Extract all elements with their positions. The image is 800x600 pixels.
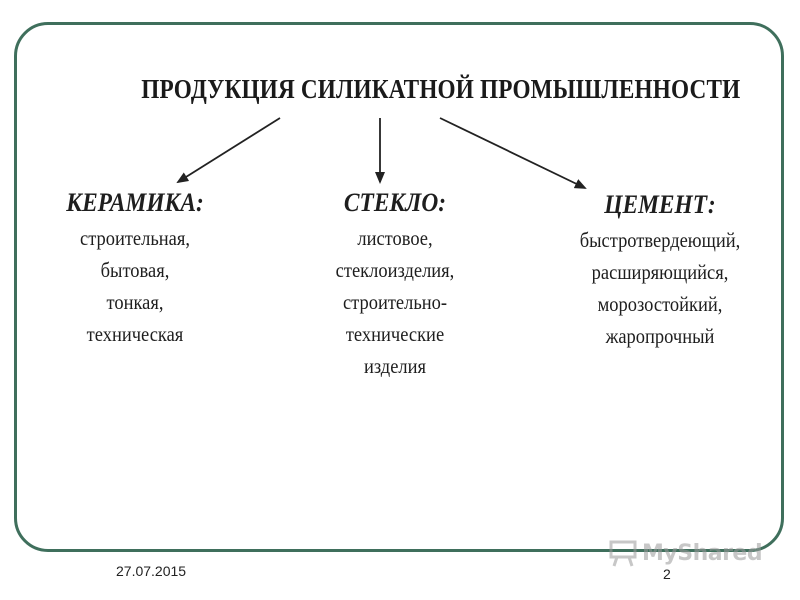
branch-ceramics: КЕРАМИКА: строительная, бытовая, тонкая,…	[50, 186, 220, 350]
slide-frame	[14, 22, 784, 552]
slide-date: 27.07.2015	[116, 563, 187, 579]
branch-item: быстротвердеющий,	[579, 228, 741, 252]
arrow-to-ceramics	[176, 117, 281, 184]
branch-item: строительная,	[79, 226, 190, 250]
slide-page-number: 2	[663, 566, 671, 582]
branch-item: изделия	[363, 354, 427, 378]
diagram-title: ПРОДУКЦИЯ СИЛИКАТНОЙ ПРОМЫШЛЕННОСТИ	[141, 74, 741, 104]
branch-item: технические	[345, 322, 445, 346]
presentation-board-icon	[609, 540, 637, 567]
branch-heading: ЦЕМЕНТ:	[604, 190, 716, 219]
branch-heading: СТЕКЛО:	[343, 188, 447, 217]
branch-glass: СТЕКЛО: листовое, стеклоизделия, строите…	[305, 186, 485, 382]
branch-item: строительно-	[342, 290, 448, 314]
branch-item: техническая	[86, 322, 184, 346]
branch-heading: КЕРАМИКА:	[66, 188, 204, 217]
watermark: MyShared	[608, 536, 763, 570]
branch-cement: ЦЕМЕНТ: быстротвердеющий, расширяющийся,…	[545, 188, 775, 352]
branch-item: стеклоизделия,	[335, 258, 455, 282]
branch-item: тонкая,	[106, 290, 164, 314]
branch-item: расширяющийся,	[591, 260, 729, 284]
branch-item: жаропрочный	[605, 324, 715, 348]
branch-item: листовое,	[357, 226, 433, 250]
branch-item: бытовая,	[100, 258, 170, 282]
arrow-to-cement	[439, 117, 587, 189]
branch-item: морозостойкий,	[597, 292, 723, 316]
watermark-text: MyShared	[642, 540, 763, 566]
